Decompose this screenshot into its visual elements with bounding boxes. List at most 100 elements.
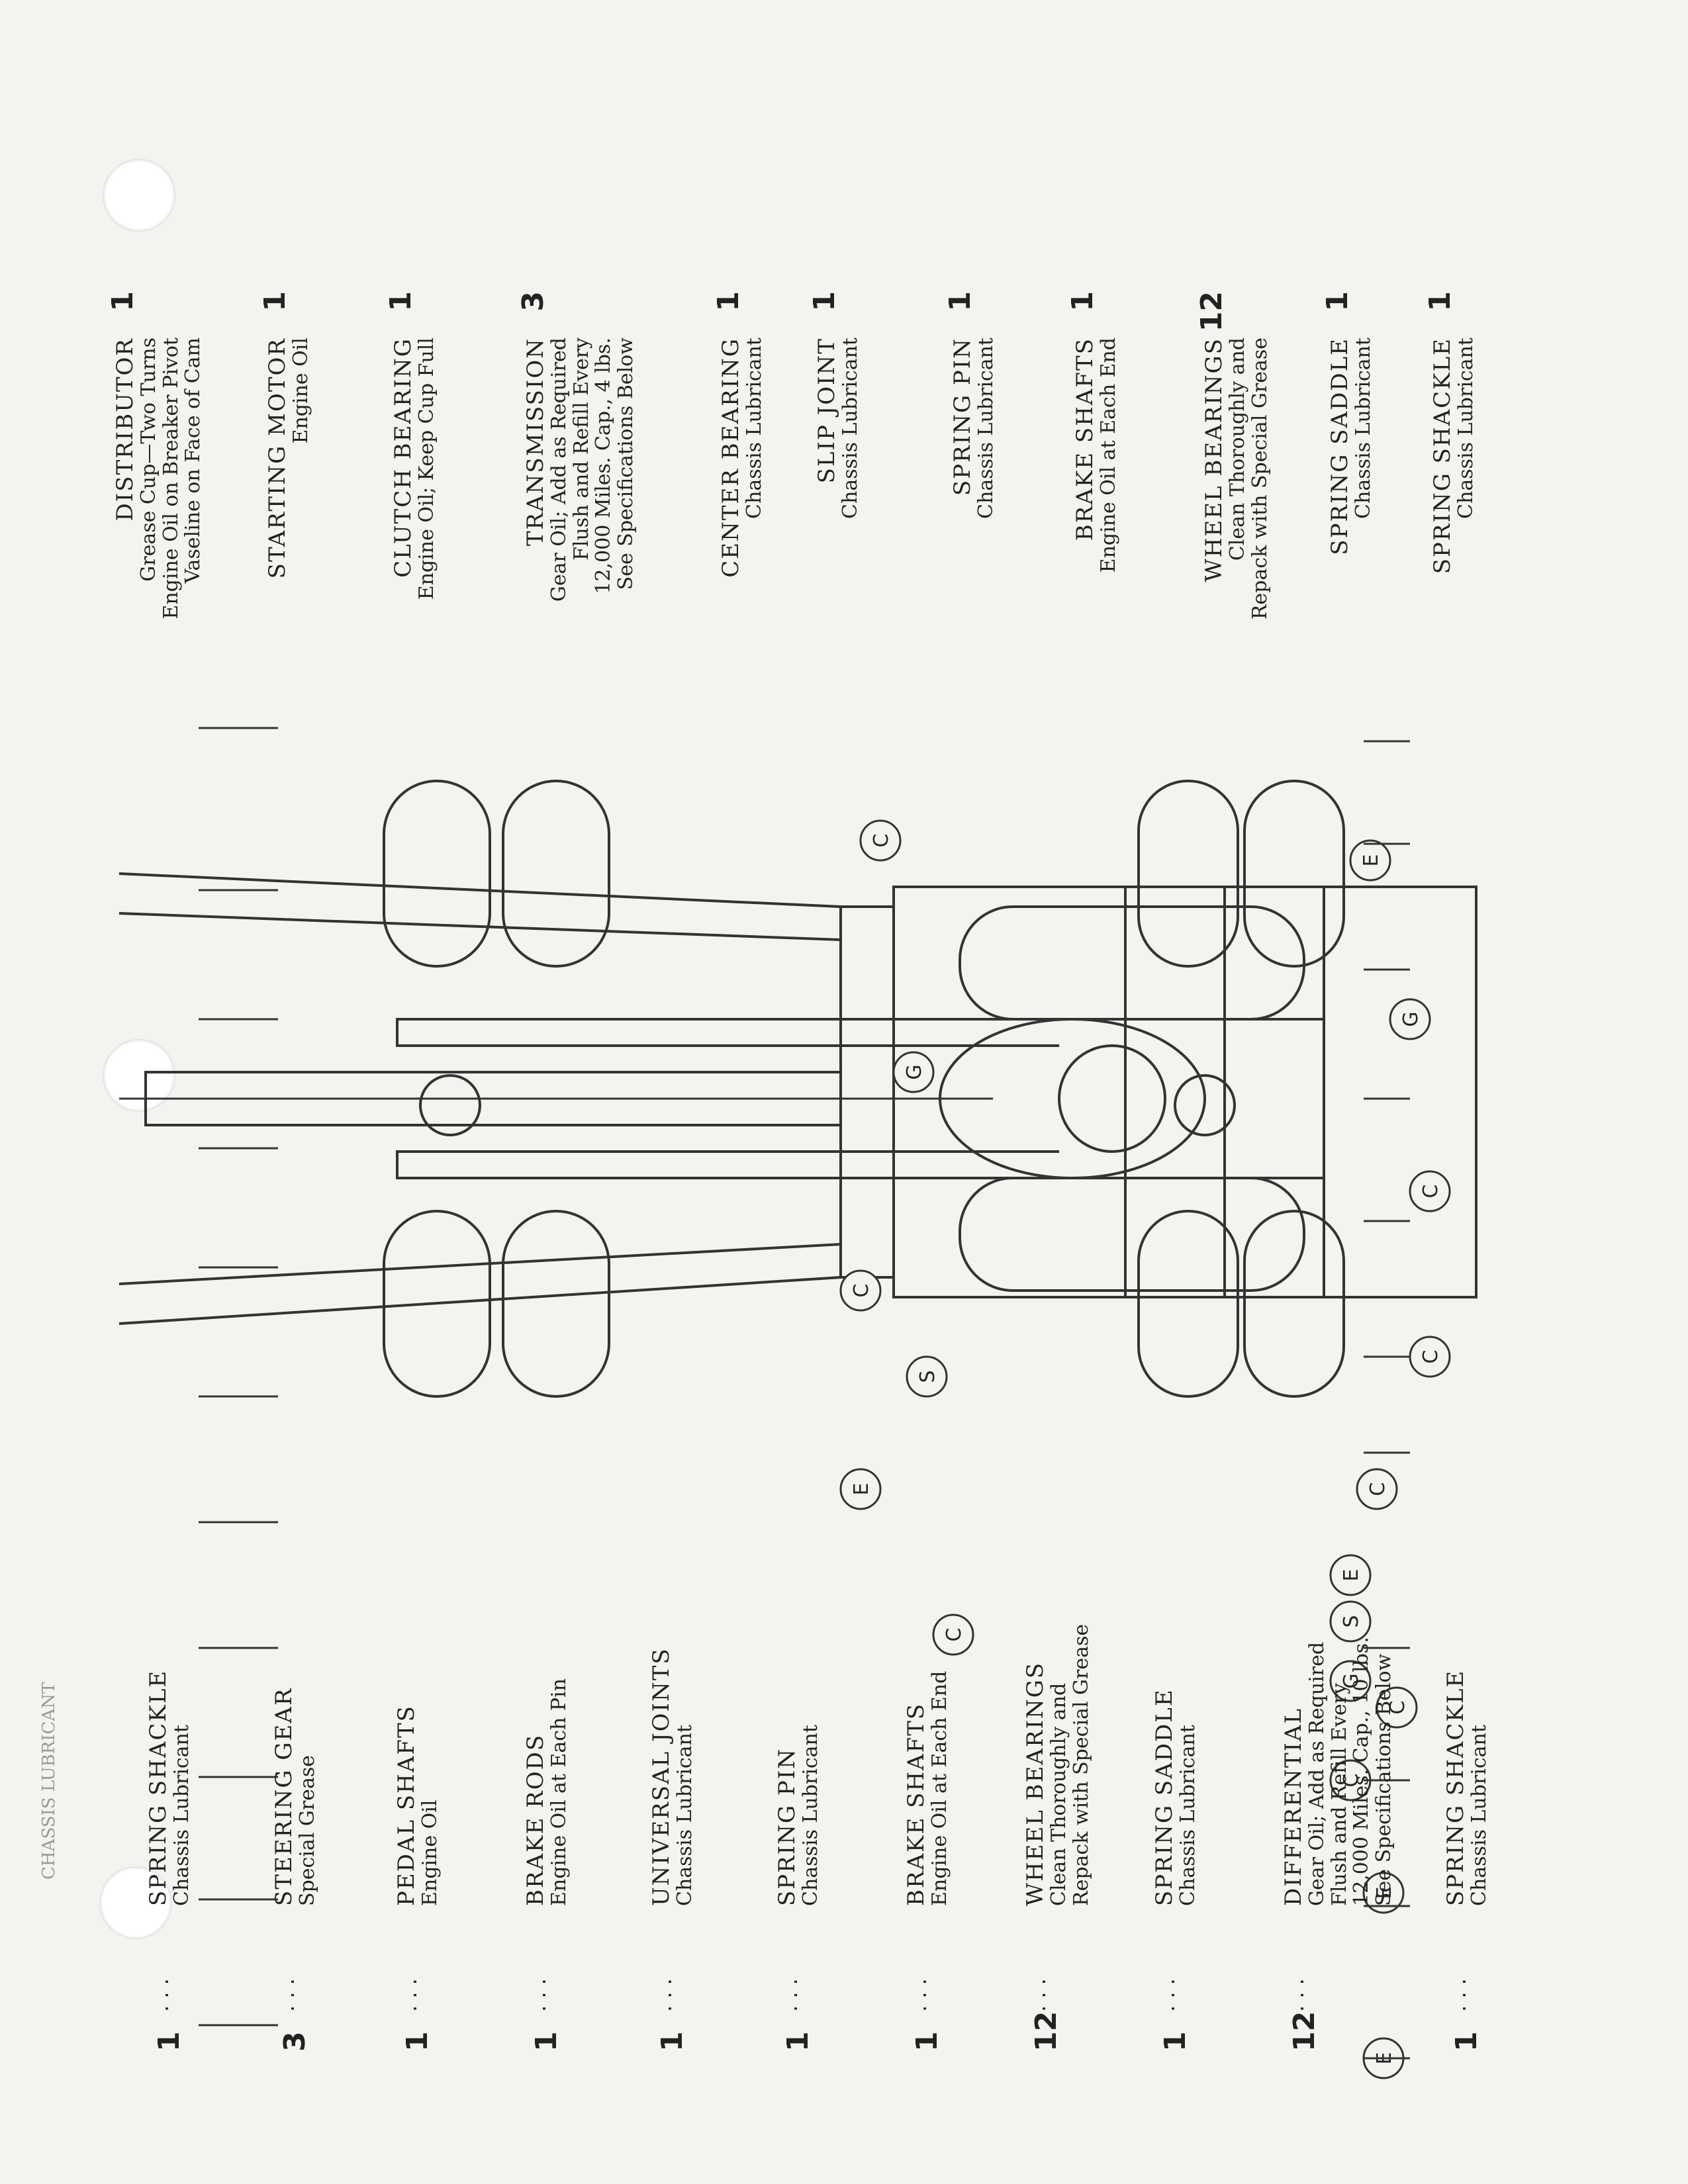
label-description: Gear Oil; Add as Required bbox=[1305, 1641, 1329, 1906]
label-description: 12,000 Miles. Cap., 4 lbs. bbox=[592, 338, 616, 594]
lube-point-circle bbox=[859, 819, 902, 862]
lube-point-circle bbox=[1329, 1554, 1372, 1596]
brake-hub bbox=[419, 1074, 481, 1136]
label-title: BRAKE RODS bbox=[522, 1733, 549, 1906]
wheel-outline bbox=[1243, 1210, 1345, 1398]
quantity-number: 1 bbox=[1066, 291, 1100, 312]
lube-point-circle bbox=[1409, 1170, 1451, 1212]
label-description: See Specifications Below bbox=[614, 338, 637, 590]
rear-spring-left bbox=[959, 1177, 1305, 1292]
lube-point-circle-letter: G bbox=[1340, 1673, 1363, 1688]
quantity-number: 1 bbox=[808, 291, 841, 312]
label-title: STARTING MOTOR bbox=[264, 338, 291, 579]
quantity-number: 1 bbox=[910, 2031, 944, 2052]
lube-point-circle bbox=[1349, 839, 1391, 882]
brake-hub bbox=[1174, 1074, 1236, 1136]
leader-dots: . . . bbox=[777, 1978, 802, 2012]
lube-point-circle-letter: G bbox=[903, 1064, 926, 1079]
leader-dots: . . . bbox=[1284, 1978, 1309, 2012]
lube-point-circle-letter: S bbox=[916, 1370, 939, 1383]
label-title: STEERING GEAR bbox=[271, 1687, 297, 1907]
leader-dots: . . . bbox=[1025, 1978, 1051, 2012]
lube-point-circle bbox=[1329, 1660, 1372, 1702]
label-title: DIFFERENTIAL bbox=[1280, 1707, 1307, 1906]
quantity-number: 1 bbox=[152, 2031, 186, 2052]
quantity-number: 12 bbox=[1029, 2011, 1063, 2052]
frame-rail-left-front bbox=[118, 1242, 842, 1325]
label-description: Special Grease bbox=[296, 1754, 320, 1906]
label-description: Chassis Lubricant bbox=[673, 1725, 697, 1906]
quantity-number: 1 bbox=[1158, 2031, 1192, 2052]
label-description: Flush and Refill Every bbox=[569, 338, 593, 561]
leader-dots: . . . bbox=[1446, 1978, 1471, 2012]
label-description: 12,000 Miles. Cap., 10 lbs. bbox=[1350, 1637, 1374, 1906]
quantity-number: 1 bbox=[258, 291, 292, 312]
lube-point-circle-letter: G bbox=[1399, 1011, 1423, 1026]
lube-point-circle-letter: E bbox=[1340, 1569, 1363, 1582]
wheel-outline bbox=[1137, 1210, 1239, 1398]
label-description: Vaseline on Face of Cam bbox=[181, 338, 205, 584]
label-title: PEDAL SHAFTS bbox=[393, 1705, 420, 1906]
lube-point-circle bbox=[1389, 998, 1431, 1040]
leader-dots: . . . bbox=[906, 1978, 931, 2012]
lube-point-circle-letter: E bbox=[850, 1483, 873, 1496]
label-description: Chassis Lubricant bbox=[799, 1725, 823, 1906]
lube-point-circle-letter: C bbox=[1419, 1350, 1442, 1364]
lube-point-circle bbox=[892, 1051, 935, 1093]
punch-hole bbox=[99, 1866, 172, 1939]
quantity-number: 1 bbox=[400, 2031, 434, 2052]
label-title: SPRING SADDLE bbox=[1327, 338, 1353, 555]
wheel-outline bbox=[383, 1210, 491, 1398]
label-title: SPRING SHACKLE bbox=[1429, 338, 1456, 574]
quantity-number: 1 bbox=[712, 291, 745, 312]
quantity-number: 1 bbox=[384, 291, 418, 312]
lube-point-circle bbox=[839, 1468, 882, 1510]
label-description: Engine Oil at Each End bbox=[928, 1670, 952, 1906]
label-description: Engine Oil at Each End bbox=[1097, 338, 1121, 573]
label-title: DISTRIBUTOR bbox=[112, 338, 138, 522]
label-description: See Specifications Below bbox=[1372, 1653, 1395, 1906]
label-description: Repack with Special Grease bbox=[1069, 1623, 1093, 1906]
label-description: Chassis Lubricant bbox=[1176, 1725, 1200, 1906]
label-description: Gear Oil; Add as Required bbox=[547, 338, 571, 602]
lube-point-circle bbox=[1329, 1600, 1372, 1643]
quantity-number: 1 bbox=[1423, 291, 1457, 312]
label-description: Chassis Lubricant bbox=[170, 1725, 194, 1906]
label-title: CLUTCH BEARING bbox=[390, 338, 416, 578]
leader-dots: . . . bbox=[1154, 1978, 1180, 2012]
label-description: Repack with Special Grease bbox=[1248, 338, 1272, 620]
label-title: WHEEL BEARINGS bbox=[1022, 1661, 1049, 1906]
quantity-number: 1 bbox=[943, 291, 977, 312]
lube-point-circle bbox=[1356, 1468, 1398, 1510]
leader-dots: . . . bbox=[651, 1978, 677, 2012]
quantity-number: 1 bbox=[1450, 2031, 1483, 2052]
lube-point-circle bbox=[839, 1269, 882, 1312]
quantity-number: 1 bbox=[106, 291, 140, 312]
lube-point-circle-letter: C bbox=[1366, 1482, 1389, 1496]
label-description: Engine Oil; Keep Cup Full bbox=[415, 338, 439, 600]
label-description: Chassis Lubricant bbox=[743, 338, 767, 519]
label-title: SPRING SHACKLE bbox=[145, 1669, 171, 1906]
quantity-number: 3 bbox=[516, 291, 550, 312]
label-description: Engine Oil bbox=[289, 338, 313, 444]
frame-rail-right-front bbox=[118, 872, 842, 942]
wheel-outline bbox=[1243, 780, 1345, 968]
label-title: BRAKE SHAFTS bbox=[903, 1702, 929, 1906]
label-title: SPRING PIN bbox=[949, 338, 976, 496]
wheel-outline bbox=[1137, 780, 1239, 968]
lube-point-circle-letter: S bbox=[1340, 1615, 1363, 1627]
